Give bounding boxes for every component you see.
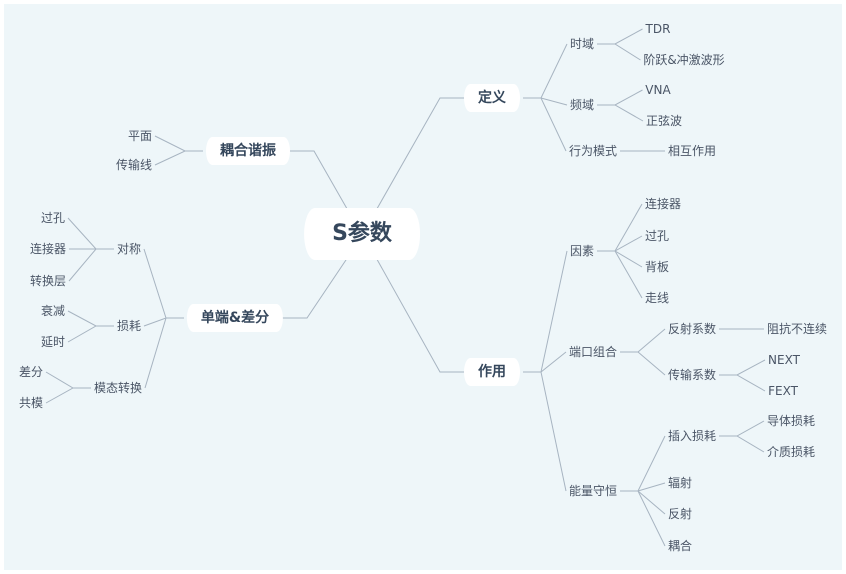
leaf-vna[interactable]: VNA [645,83,671,97]
mindmap-root[interactable]: S参数 [304,208,420,260]
connector-right-0-children-0-children-1 [597,43,641,61]
leaf-dielectric-loss[interactable]: 介质损耗 [766,445,816,459]
connector-left-1-children-1-children-0 [67,310,114,327]
connector-right-1-children-2-children-2 [620,490,666,515]
leaf-sine-wave[interactable]: 正弦波 [645,114,683,128]
connector-right-1 [373,253,466,373]
connector-right-1-children-2-children-0-children-0 [719,420,765,437]
connector-right-1-children-1-children-0 [620,328,666,353]
subtopic-reflection-coefficient[interactable]: 反射系数 [667,322,717,336]
leaf-conductor-loss[interactable]: 导体损耗 [766,414,816,428]
connector-right-1-children-1-children-1-children-0 [719,359,766,376]
leaf-common-mode[interactable]: 共模 [18,396,44,410]
subtopic-frequency-domain[interactable]: 频域 [569,98,595,112]
connector-right-0-children-1-children-0 [597,89,643,106]
subtopic-factors[interactable]: 因素 [569,244,595,258]
subtopic-mode-conversion[interactable]: 模态转换 [93,381,143,395]
connector-right-0-children-1-children-1 [597,104,644,122]
connector-left-1-children-2 [144,317,184,389]
subtopic-port-combination[interactable]: 端口组合 [568,345,618,359]
connector-left-1-children-0-children-2 [68,248,114,282]
leaf-coupling[interactable]: 耦合 [667,539,693,553]
leaf-reflection[interactable]: 反射 [667,507,693,521]
leaf-transition-layer[interactable]: 转换层 [29,274,67,288]
connector-right-0-children-1 [523,97,568,106]
leaf-impedance-discontinuity[interactable]: 阻抗不连续 [766,322,828,336]
leaf-connector-left[interactable]: 连接器 [29,242,67,256]
connector-right-1-children-2-children-0 [620,435,666,492]
leaf-transmission-line[interactable]: 传输线 [115,158,153,172]
connector-left-1-children-0 [143,248,184,319]
connector-left-0 [288,150,351,215]
leaf-connector[interactable]: 连接器 [644,197,682,211]
connector-left-0-children-0 [154,135,203,152]
connector-right-0 [373,97,466,215]
connector-right-1-children-2 [523,371,567,492]
connector-left-1-children-2-children-1 [45,387,91,404]
connector-right-1-children-0-children-0 [597,203,643,252]
connector-right-1-children-2-children-3 [620,490,666,547]
topic-function[interactable]: 作用 [464,358,520,386]
leaf-radiation[interactable]: 辐射 [667,476,693,490]
leaf-plane[interactable]: 平面 [127,129,153,143]
subtopic-time-domain[interactable]: 时域 [569,37,595,51]
connector-right-1-children-2-children-0-children-1 [719,435,765,453]
leaf-differential[interactable]: 差分 [18,365,44,379]
connector-left-1 [281,253,351,319]
connector-right-1-children-0-children-3 [597,250,643,299]
connector-left-0-children-1 [154,150,203,166]
topic-definition[interactable]: 定义 [464,84,520,112]
connector-right-1-children-1-children-1-children-1 [719,374,766,392]
leaf-via[interactable]: 过孔 [644,229,670,243]
connector-right-1-children-1-children-1 [620,351,666,376]
subtopic-energy-conservation[interactable]: 能量守恒 [568,484,618,498]
mindmap-canvas: S参数 定义 时域 TDR 阶跃&冲激波形 频域 VNA 正弦波 行为模式 相互… [4,4,842,570]
subtopic-insertion-loss[interactable]: 插入损耗 [667,429,717,443]
leaf-trace[interactable]: 走线 [644,291,670,305]
leaf-step-impulse-waveform[interactable]: 阶跃&冲激波形 [643,53,725,67]
connector-left-1-children-2-children-0 [45,371,91,389]
subtopic-loss[interactable]: 损耗 [116,319,142,333]
subtopic-behavior-mode[interactable]: 行为模式 [568,144,618,158]
subtopic-transmission-coefficient[interactable]: 传输系数 [667,368,717,382]
connector-left-1-children-1-children-1 [67,325,114,343]
subtopic-symmetry[interactable]: 对称 [116,242,142,256]
topic-coupled-resonance[interactable]: 耦合谐振 [206,137,290,165]
leaf-interaction[interactable]: 相互作用 [667,144,717,158]
connector-left-1-children-0-children-0 [67,217,114,250]
mindmap-connectors [45,28,766,547]
leaf-delay[interactable]: 延时 [40,335,66,349]
connector-right-1-children-2-children-1 [620,482,666,492]
leaf-via-left[interactable]: 过孔 [40,211,66,225]
connector-right-0-children-2 [523,97,567,152]
connector-right-0-children-0-children-0 [597,28,643,45]
connector-right-1-children-0 [523,250,568,373]
leaf-backplane[interactable]: 背板 [644,260,670,274]
connector-right-0-children-0 [523,43,568,99]
leaf-tdr[interactable]: TDR [645,22,671,36]
leaf-next[interactable]: NEXT [768,353,800,367]
leaf-attenuation[interactable]: 衰减 [40,304,66,318]
leaf-fext[interactable]: FEXT [768,384,798,398]
topic-single-ended-differential[interactable]: 单端&差分 [186,304,284,332]
